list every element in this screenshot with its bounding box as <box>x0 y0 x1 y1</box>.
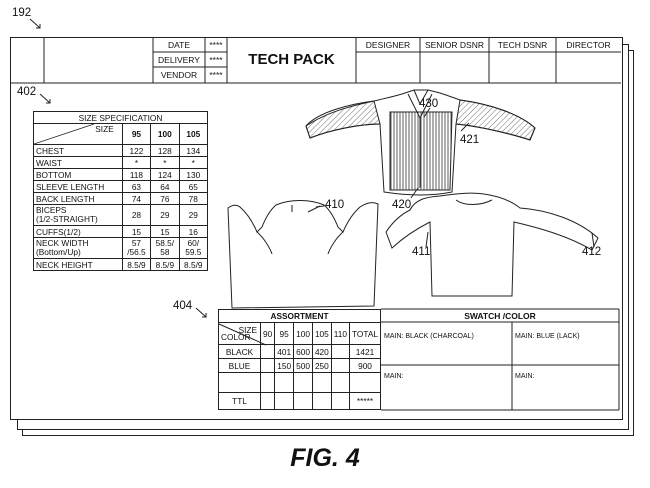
assortment-table: ASSORTMENT SIZE COLOR 90 95 100 105 110 … <box>217 309 381 410</box>
table-row: BLACK 401 600 420 1421 <box>217 344 381 359</box>
callout-410: 410 <box>325 199 345 211</box>
assortment-title: ASSORTMENT <box>218 309 381 323</box>
assortment-size-95: 95 <box>274 322 295 345</box>
assortment-corner: SIZE COLOR <box>217 322 262 345</box>
role-senior-dsnr: SENIOR DSNR <box>424 40 485 50</box>
size-col-105: 105 <box>178 123 209 145</box>
callout-430: 430 <box>419 98 439 110</box>
callout-412: 412 <box>582 246 602 258</box>
assortment-size-110: 110 <box>330 322 351 345</box>
figure-ref: 192 <box>12 7 32 19</box>
page-title: TECH PACK <box>248 51 335 68</box>
size-spec-size-header: SIZE <box>33 123 123 145</box>
swatch-cell: MAIN: <box>384 373 404 380</box>
size-spec-table: SIZE SPECIFICATION SIZE 95 100 105 CHEST… <box>33 111 209 271</box>
assortment-size-100: 100 <box>293 322 313 345</box>
swatch-cell: MAIN: BLUE (LACK) <box>515 333 580 340</box>
header-vendor-label: VENDOR <box>160 70 198 80</box>
table-row: NECK WIDTH(Bottom/Up) 57/56.5 58.5/58 60… <box>33 237 209 259</box>
role-tech-dsnr: TECH DSNR <box>497 40 548 50</box>
header-date-label: DATE <box>167 40 191 50</box>
size-spec-ref: 402 <box>17 86 37 98</box>
table-row: TTL ***** <box>217 392 381 410</box>
header-date-value: **** <box>209 40 223 50</box>
header-vendor-value: **** <box>209 70 223 80</box>
callout-420: 420 <box>392 199 412 211</box>
assortment-total-header: TOTAL <box>349 322 381 345</box>
callout-421: 421 <box>460 134 480 146</box>
swatch-cell: MAIN: <box>515 373 535 380</box>
header-delivery-label: DELIVERY <box>158 55 200 65</box>
table-row: BLUE 150 500 250 900 <box>217 358 381 373</box>
assortment-size-105: 105 <box>311 322 332 345</box>
role-designer: DESIGNER <box>365 40 411 50</box>
header-delivery-value: **** <box>209 55 223 65</box>
assortment-size-90: 90 <box>260 322 276 345</box>
callout-411: 411 <box>412 246 431 258</box>
figure-caption: FIG. 4 <box>290 444 360 472</box>
size-spec-diagonal <box>34 124 95 144</box>
role-director: DIRECTOR <box>566 40 611 50</box>
swatch-title: SWATCH /COLOR <box>464 311 536 321</box>
assortment-ref: 404 <box>173 300 193 312</box>
swatch-cell: MAIN: BLACK (CHARCOAL) <box>384 333 474 340</box>
